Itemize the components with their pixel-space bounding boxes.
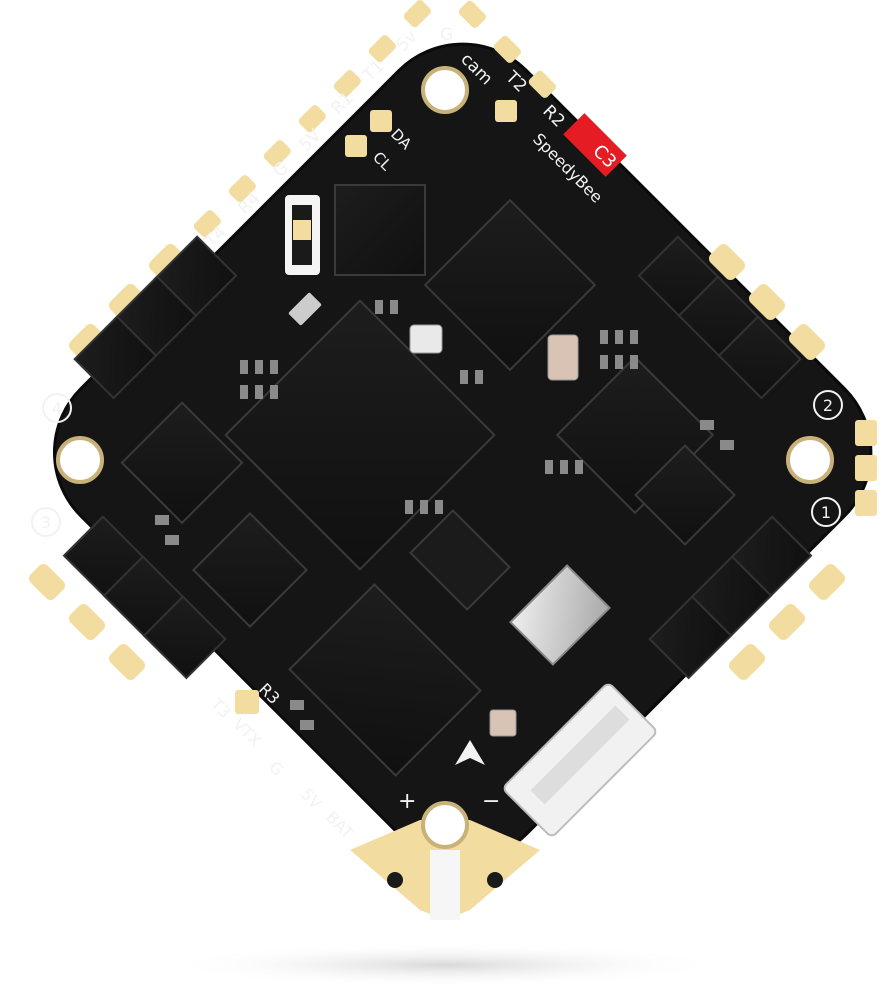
motor-2-label: 2 <box>823 396 833 415</box>
passive-components <box>285 113 627 737</box>
bottom-5v-label: 5V <box>297 784 325 812</box>
motor-1-label: 1 <box>821 503 831 522</box>
bat-label: BAT <box>322 807 357 842</box>
battery-pad <box>350 820 540 920</box>
vtx-label: VTX <box>229 714 265 750</box>
orientation-arrow-icon <box>455 740 485 765</box>
motor-3-label: 3 <box>41 513 51 532</box>
battery-connector <box>503 683 657 837</box>
t3-label: T3 <box>206 694 234 722</box>
plus-label: + <box>398 789 416 814</box>
smd-parts <box>155 300 734 730</box>
top-edge-pads <box>193 0 556 238</box>
r1-label: R1 <box>327 88 357 118</box>
board-shadow <box>165 943 725 987</box>
mounting-holes <box>56 66 834 849</box>
top-g-label: G <box>440 25 453 45</box>
esc-mosfets <box>62 235 813 680</box>
motor-pads <box>28 243 877 714</box>
minus-label: − <box>482 789 500 814</box>
top-5v-label: 5v <box>392 27 421 56</box>
t1-label: T1 <box>359 56 389 86</box>
motor-4-label: 4 <box>52 399 62 418</box>
bottom-g-label: G <box>265 757 287 779</box>
main-chips <box>120 184 736 777</box>
motor-markers <box>31 390 843 537</box>
